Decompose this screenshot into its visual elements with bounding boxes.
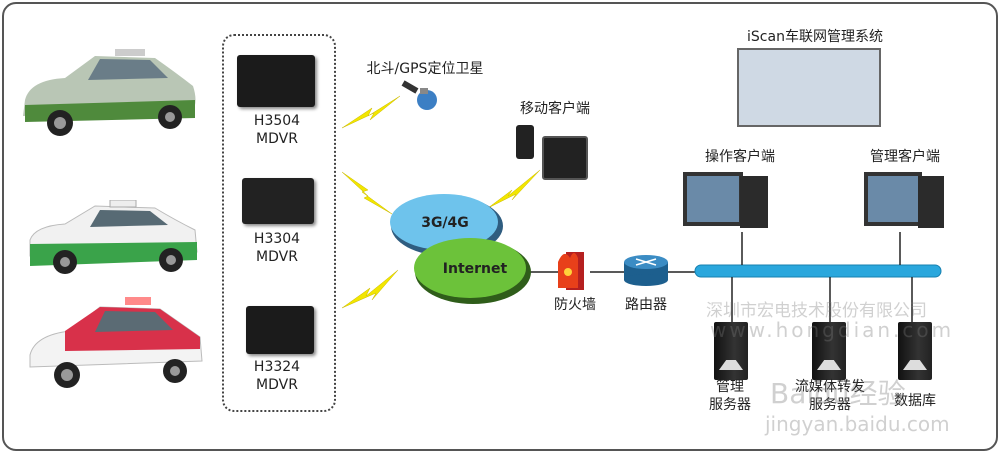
mdvr-device-h3324 [246,306,314,354]
system-screenshot [737,48,881,127]
server-label-line1: 管理 [716,379,744,395]
device-model: H3504 [253,113,301,129]
device-type: MDVR [256,377,298,393]
media-server-icon [812,322,846,380]
router-label: 路由器 [625,297,667,313]
wireless-link-mobile [487,169,541,209]
network-bus [694,264,942,278]
admin-pc-icon [864,172,922,226]
mdvr-group [222,34,336,412]
watermark-url: www.hongdian.com [710,318,955,342]
taxi-red-white [29,297,203,388]
admin-tower-icon [918,176,944,228]
system-title: iScan车联网管理系统 [747,29,883,45]
operator-pc-icon [683,172,743,226]
wireless-link-satellite [341,95,401,129]
tablet-icon [542,136,588,180]
device-model: H3324 [253,359,301,375]
cloud-internet-label: Internet [442,261,508,277]
firewall-label: 防火墙 [554,297,596,313]
device-model: H3304 [253,231,301,247]
server-label-management: 管理服务器 [690,378,770,414]
firewall-icon [558,252,584,290]
watermark-baidu: Baidu经验 [770,377,906,410]
server-label-line2: 服务器 [709,397,751,413]
satellite-icon [401,80,437,110]
taxi-silver-green [23,49,196,136]
server-label-media: 流媒体转发服务器 [785,378,875,414]
management-server-icon [714,322,748,380]
operator-tower-icon [740,176,768,228]
cloud-3g4g-label: 3G/4G [421,215,469,231]
watermark-baidu-url: jingyan.baidu.com [765,412,950,436]
watermark-company: 深圳市宏电技术股份有限公司 [706,301,927,321]
wireless-link-device1 [341,171,393,215]
server-label-database: 数据库 [894,393,936,409]
satellite-label: 北斗/GPS定位卫星 [366,61,484,77]
server-label-line1: 流媒体转发 [795,379,865,395]
mdvr-device-h3504 [237,55,315,107]
database-server-icon [898,322,932,380]
phone-icon [516,125,534,159]
taxi-white-green [29,200,198,274]
device-type: MDVR [256,249,298,265]
mdvr-device-h3304 [242,178,314,224]
admin-client-label: 管理客户端 [870,149,940,165]
device-type: MDVR [256,131,298,147]
cloud-internet [414,238,531,304]
operator-client-label: 操作客户端 [705,149,775,165]
mobile-client-label: 移动客户端 [520,101,590,117]
wireless-link-device3 [341,269,399,309]
server-label-line2: 服务器 [809,397,851,413]
router-icon [624,255,668,286]
